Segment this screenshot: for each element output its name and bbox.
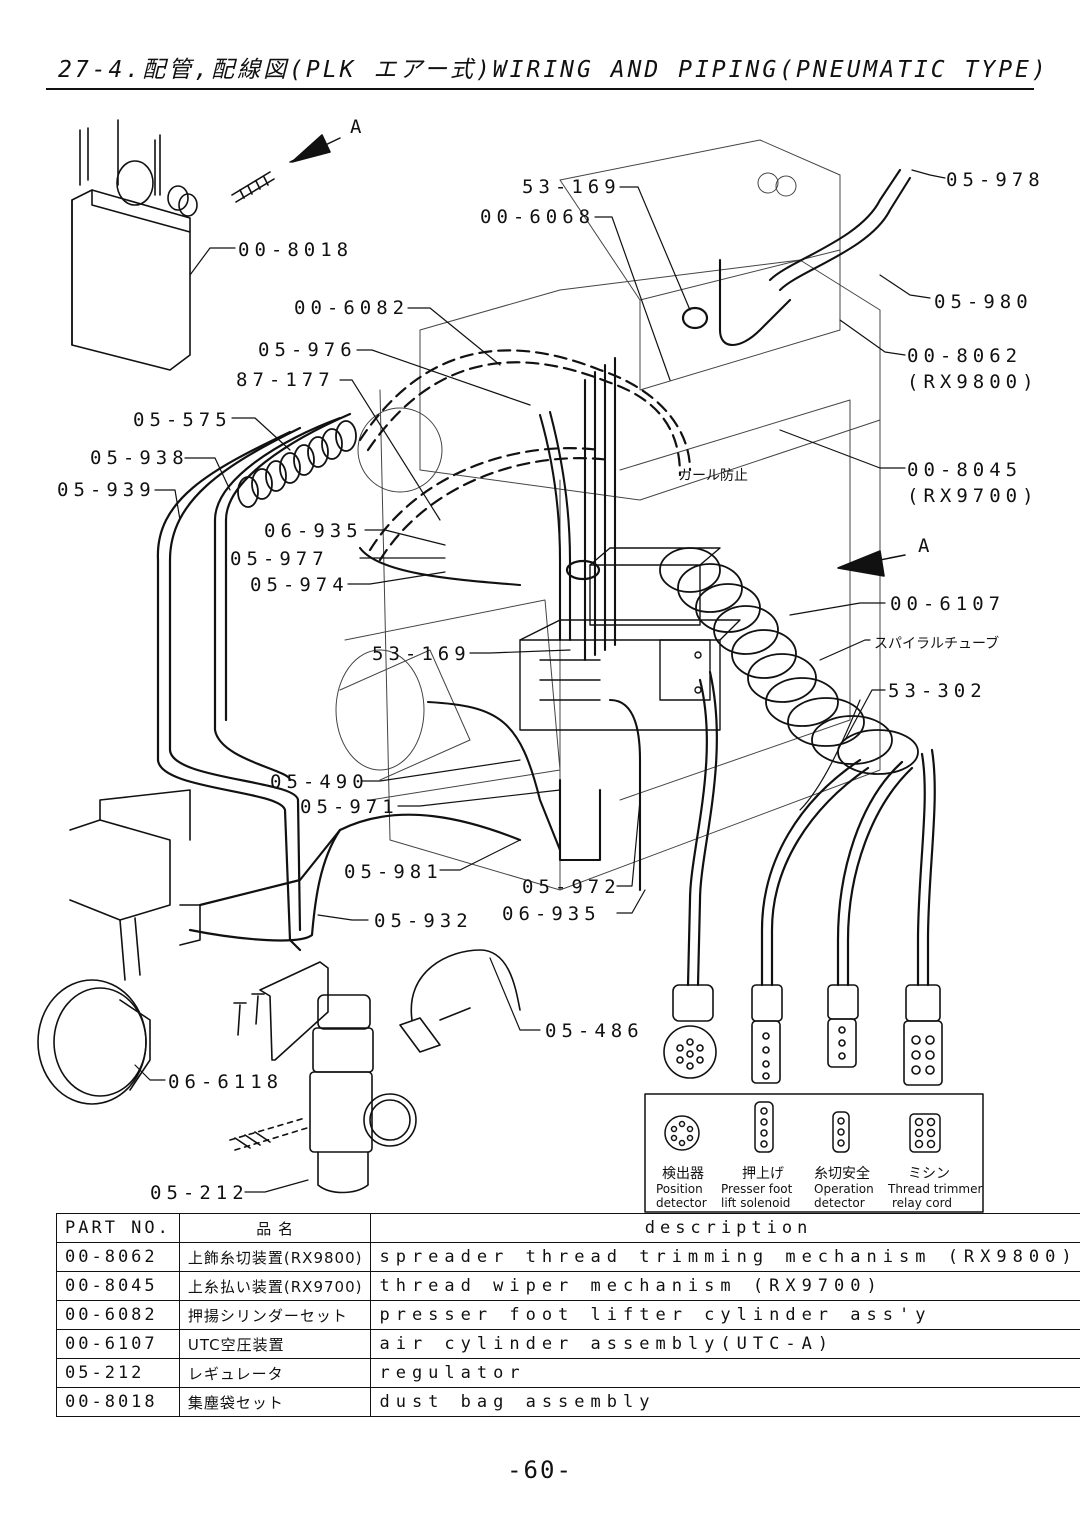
label-05-971: 05-971 bbox=[300, 796, 399, 818]
label-05-976: 05-976 bbox=[258, 339, 357, 361]
label-05-575: 05-575 bbox=[133, 409, 232, 431]
row-description: presser foot lifter cylinder ass'y bbox=[370, 1300, 1080, 1330]
label-05-939: 05-939 bbox=[57, 479, 156, 501]
label-05-977: 05-977 bbox=[230, 548, 329, 570]
spiral-tube-right bbox=[659, 547, 919, 775]
row-name: レギュレータ bbox=[178, 1358, 372, 1388]
label-06-6118: 06-6118 bbox=[168, 1071, 283, 1093]
row-part-no: 00-8062 bbox=[56, 1242, 180, 1272]
screws bbox=[233, 993, 265, 1036]
air-tubes-left bbox=[156, 412, 522, 952]
dust-bag-assembly bbox=[71, 119, 275, 371]
label-00-6068: 00-6068 bbox=[480, 206, 595, 228]
solenoid-bracket bbox=[69, 789, 201, 981]
row-description: air cylinder assembly(UTC-A) bbox=[370, 1329, 1080, 1359]
connector-legend-box bbox=[644, 1093, 984, 1213]
page-number: -60- bbox=[507, 1456, 573, 1484]
filter-disc-06-6118 bbox=[37, 979, 151, 1105]
curl-prevention-note: カール防止 bbox=[678, 468, 748, 484]
row-part-no: 00-6107 bbox=[56, 1329, 180, 1359]
legend-3-jp: 糸切安全 bbox=[814, 1165, 870, 1182]
label-05-938: 05-938 bbox=[90, 447, 189, 469]
table-row: 00-8018 集塵袋セット dust bag assembly bbox=[56, 1387, 1080, 1417]
legend-icons bbox=[664, 1101, 941, 1153]
legend-4-jp: ミシン bbox=[908, 1166, 950, 1182]
label-05-978: 05-978 bbox=[946, 169, 1045, 191]
label-00-6107: 00-6107 bbox=[890, 593, 1005, 615]
label-05-212: 05-212 bbox=[150, 1182, 249, 1204]
view-marker-a-top: A bbox=[350, 116, 366, 138]
title-rule bbox=[46, 88, 1034, 90]
label-00-8045: 00-8045 bbox=[907, 459, 1022, 481]
table-row: 05-212 レギュレータ regulator bbox=[56, 1358, 1080, 1388]
row-description: spreader thread trimming mechanism (RX98… bbox=[370, 1242, 1080, 1272]
label-spiral-tube: スパイラルチューブ bbox=[874, 635, 999, 652]
legend-1-en1: Position bbox=[656, 1182, 703, 1196]
label-00-8018: 00-8018 bbox=[238, 239, 353, 261]
label-00-6082: 00-6082 bbox=[294, 297, 409, 319]
label-05-972: 05-972 bbox=[522, 876, 621, 898]
label-rx9700: (RX9700) bbox=[907, 485, 1039, 507]
view-marker-a-right: A bbox=[918, 535, 934, 557]
legend-2-jp: 押上げ bbox=[742, 1166, 784, 1182]
label-53-302: 53-302 bbox=[888, 680, 987, 702]
row-part-no: 05-212 bbox=[56, 1358, 180, 1388]
row-part-no: 00-8045 bbox=[56, 1271, 180, 1301]
legend-2-en1: Presser foot bbox=[721, 1182, 793, 1196]
tubes-center bbox=[358, 168, 912, 892]
row-part-no: 00-6082 bbox=[56, 1300, 180, 1330]
legend-1-jp: 検出器 bbox=[662, 1166, 704, 1182]
label-rx9800: (RX9800) bbox=[907, 371, 1039, 393]
relay-cables bbox=[686, 670, 936, 987]
label-06-935-top: 06-935 bbox=[264, 520, 363, 542]
row-description: regulator bbox=[370, 1358, 1080, 1388]
table-row: 00-8045 上糸払い装置(RX9700) thread wiper mech… bbox=[56, 1271, 1080, 1301]
label-06-935-bottom: 06-935 bbox=[502, 903, 601, 925]
table-header-row: PART NO. 品 名 description bbox=[56, 1213, 1080, 1243]
label-53-169-top: 53-169 bbox=[522, 176, 621, 198]
dashed-hose bbox=[358, 349, 692, 562]
label-05-486: 05-486 bbox=[545, 1020, 644, 1042]
row-part-no: 00-8018 bbox=[56, 1387, 180, 1417]
label-05-932: 05-932 bbox=[374, 910, 473, 932]
header-name: 品 名 bbox=[178, 1213, 372, 1243]
spiral-coil-left bbox=[237, 420, 357, 508]
page-title: 27-4.配管,配線図(PLK エアー式)WIRING AND PIPING(P… bbox=[58, 57, 1049, 83]
label-05-981: 05-981 bbox=[344, 861, 443, 883]
label-00-8062: 00-8062 bbox=[907, 345, 1022, 367]
legend-4-en2: relay cord bbox=[892, 1196, 952, 1210]
table-row: 00-6082 押揚シリンダーセット presser foot lifter c… bbox=[56, 1300, 1080, 1330]
legend-1-en2: detector bbox=[656, 1196, 707, 1210]
legend-4-en1: Thread trimmer bbox=[887, 1182, 983, 1196]
label-53-169-mid: 53-169 bbox=[372, 643, 471, 665]
legend-3-en2: detector bbox=[814, 1196, 865, 1210]
row-name: 押揚シリンダーセット bbox=[178, 1300, 372, 1330]
connector-plugs bbox=[663, 984, 943, 1086]
row-name: 上飾糸切装置(RX9800) bbox=[178, 1242, 372, 1272]
leader-lines bbox=[134, 169, 946, 1193]
row-description: dust bag assembly bbox=[370, 1387, 1080, 1417]
label-87-177: 87-177 bbox=[236, 369, 335, 391]
label-05-980: 05-980 bbox=[934, 291, 1033, 313]
legend-3-en1: Operation bbox=[814, 1182, 874, 1196]
legend-2-en2: lift solenoid bbox=[721, 1196, 790, 1210]
valve-block-00-6107 bbox=[519, 547, 741, 731]
row-name: UTC空圧装置 bbox=[178, 1329, 372, 1359]
machine-outline bbox=[335, 139, 881, 891]
regulator bbox=[229, 949, 521, 1194]
label-05-974: 05-974 bbox=[250, 574, 349, 596]
row-name: 上糸払い装置(RX9700) bbox=[178, 1271, 372, 1301]
table-row: 00-6107 UTC空圧装置 air cylinder assembly(UT… bbox=[56, 1329, 1080, 1359]
parts-table: PART NO. 品 名 description 00-8062 上飾糸切装置(… bbox=[56, 1213, 1080, 1417]
label-05-490: 05-490 bbox=[270, 771, 369, 793]
row-name: 集塵袋セット bbox=[178, 1387, 372, 1417]
header-description: description bbox=[370, 1213, 1080, 1243]
header-part-no: PART NO. bbox=[56, 1213, 180, 1243]
table-row: 00-8062 上飾糸切装置(RX9800) spreader thread t… bbox=[56, 1242, 1080, 1272]
row-description: thread wiper mechanism (RX9700) bbox=[370, 1271, 1080, 1301]
